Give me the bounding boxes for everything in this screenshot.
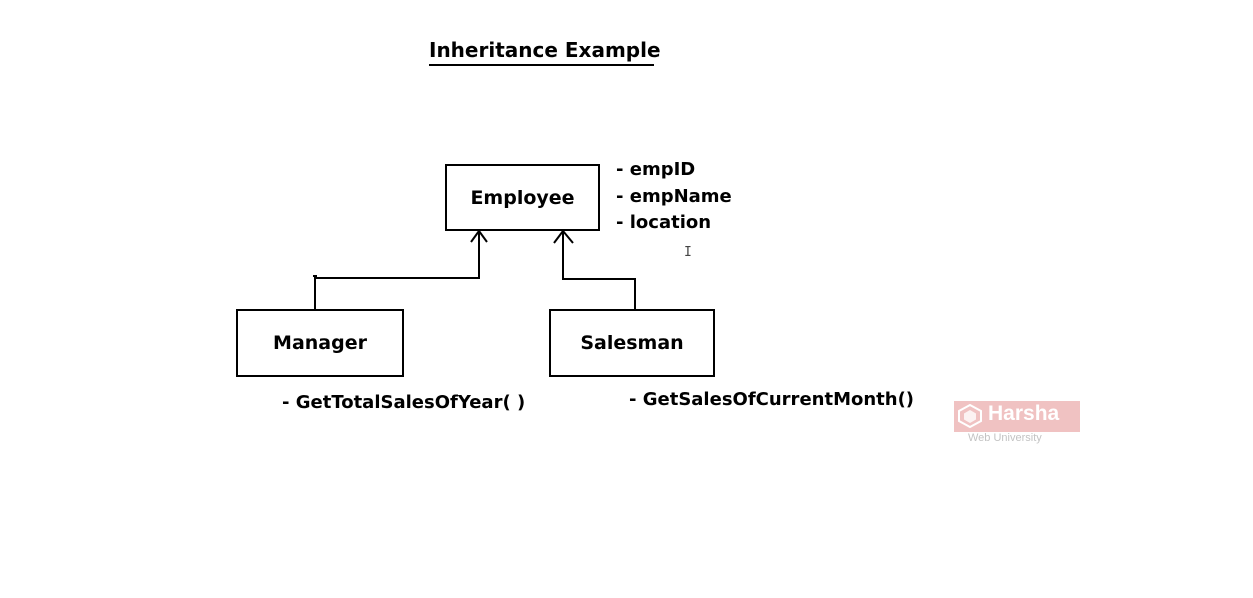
manager-class-box: Manager — [236, 309, 404, 377]
logo-name: Harsha — [988, 402, 1060, 425]
manager-inheritance-arrowhead — [470, 229, 488, 243]
salesman-method: - GetSalesOfCurrentMonth() — [629, 389, 915, 410]
employee-attributes: - empID - empName - location — [616, 157, 732, 237]
salesman-inheritance-line — [562, 231, 636, 309]
employee-class-box: Employee — [445, 164, 600, 231]
manager-method: - GetTotalSalesOfYear( ) — [282, 392, 526, 413]
employee-attribute: - empID — [616, 159, 696, 180]
logo-badge — [954, 401, 1080, 432]
salesman-class-box: Salesman — [549, 309, 715, 377]
employee-attribute: - empName — [616, 185, 732, 207]
text-cursor-icon: I — [684, 245, 692, 260]
diagram-title: Inheritance Example — [429, 36, 661, 66]
logo-subtitle: Web University — [968, 432, 1042, 444]
employee-attribute: - location — [616, 212, 712, 233]
salesman-class-name: Salesman — [580, 332, 684, 354]
employee-class-name: Employee — [470, 186, 575, 209]
salesman-inheritance-arrowhead — [553, 229, 574, 244]
watermark-logo: Harsha Web University — [954, 401, 1080, 447]
manager-inheritance-line — [314, 231, 480, 309]
logo-mark-icon — [958, 404, 982, 428]
manager-class-name: Manager — [273, 332, 367, 354]
